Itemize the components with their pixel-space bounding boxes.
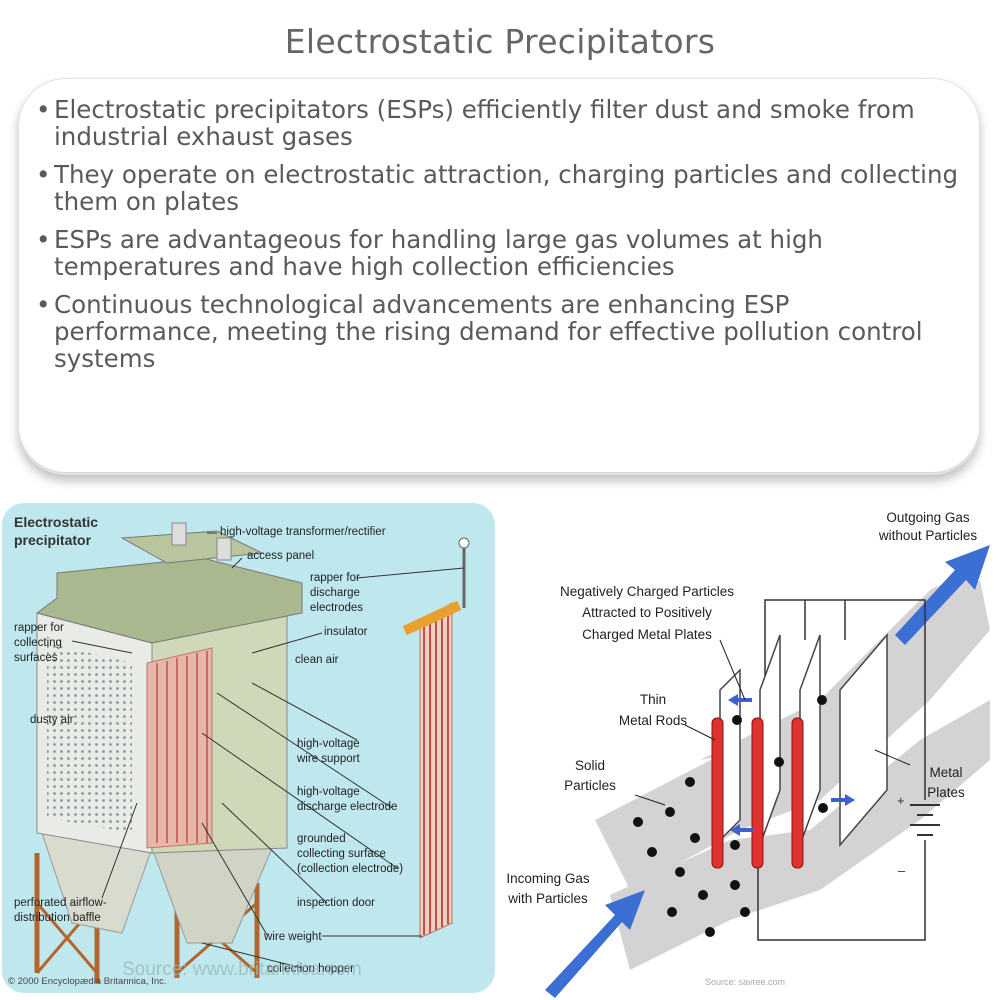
label-solid-particles: Solid [575, 758, 605, 773]
bullet-dot: • [36, 225, 51, 254]
bullet-list: •Electrostatic precipitators (ESPs) effi… [30, 96, 960, 383]
charged-particles [730, 695, 828, 850]
bullet-item: •Continuous technological advancements a… [30, 291, 960, 372]
diagram-heading: Electrostatic [14, 514, 98, 530]
label-rapper-discharge: rapper for [310, 572, 360, 584]
label-negative-particles: Charged Metal Plates [582, 627, 712, 642]
transformer-unit [216, 537, 232, 561]
label-dusty-air: dusty air [30, 714, 74, 726]
source-credit: Source: savree.com [705, 977, 785, 987]
label-inspection-door: inspection door [297, 897, 375, 909]
label-grounded-surface: grounded [297, 833, 346, 845]
page-title: Electrostatic Precipitators [284, 22, 716, 61]
label-grounded-surface: (collection electrode) [297, 863, 403, 875]
label-discharge-electrode: discharge electrode [297, 801, 397, 813]
label-rapper-collecting: collecting [14, 637, 62, 649]
label-rapper-collecting: surfaces [14, 652, 58, 664]
label-thin-rods: Metal Rods [619, 713, 688, 728]
esp-principle-diagram: + – Outgoing Gas without [506, 510, 990, 998]
power-source [910, 804, 940, 836]
label-insulator: insulator [324, 626, 368, 638]
label-baffle: perforated airflow- [14, 897, 107, 909]
source-watermark: Source: www.britannica.com [122, 959, 362, 980]
bullet-item: •ESPs are advantageous for handling larg… [30, 226, 960, 280]
label-wire-weight: wire weight [263, 931, 322, 943]
copyright-text: © 2000 Encyclopædia Britannica, Inc. [8, 976, 167, 987]
metal-rods [711, 717, 804, 869]
summary-card [18, 78, 980, 475]
bullet-text: Continuous technological advancements ar… [54, 290, 923, 373]
label-incoming-gas: Incoming Gas [506, 871, 590, 886]
label-metal-plates: Metal [929, 765, 962, 780]
electrode-panel [402, 537, 470, 939]
bullet-dot: • [36, 290, 51, 319]
label-outgoing-gas: without Particles [878, 528, 978, 543]
transformer-unit [171, 522, 187, 546]
bullet-text: Electrostatic precipitators (ESPs) effic… [54, 95, 915, 151]
attraction-arrows [728, 694, 855, 836]
plus-sign: + [897, 793, 905, 808]
label-rapper-collecting: rapper for [14, 622, 64, 634]
minus-sign: – [898, 863, 906, 878]
label-grounded-surface: collecting surface [297, 848, 386, 860]
label-collection-hopper: collection hopper [267, 963, 354, 975]
bullet-item: •Electrostatic precipitators (ESPs) effi… [30, 96, 960, 150]
bullet-text: They operate on electrostatic attraction… [54, 160, 959, 216]
label-wire-support: high-voltage [297, 738, 360, 750]
label-baffle: distribution baffle [14, 912, 101, 924]
label-thin-rods: Thin [640, 692, 666, 707]
label-outgoing-gas: Outgoing Gas [886, 510, 970, 525]
label-access-panel: access panel [247, 550, 314, 562]
label-wire-support: wire support [296, 753, 360, 765]
perforated-baffle [47, 643, 132, 833]
roof [35, 557, 303, 644]
diagram-heading: precipitator [14, 532, 92, 548]
label-rapper-discharge: discharge [310, 587, 360, 599]
esp-cutaway-diagram: Electrostatic precipitator high-voltage … [2, 503, 495, 993]
bullet-dot: • [36, 95, 51, 124]
incoming-arrow [545, 890, 645, 998]
label-incoming-gas: with Particles [507, 891, 588, 906]
leader-lines [71, 532, 465, 969]
collecting-plates [146, 647, 213, 849]
label-clean-air: clean air [295, 654, 339, 666]
label-negative-particles: Negatively Charged Particles [560, 584, 734, 599]
bullet-dot: • [36, 160, 51, 189]
label-solid-particles: Particles [564, 778, 616, 793]
label-rapper-discharge: electrodes [310, 602, 363, 614]
bullet-text: ESPs are advantageous for handling large… [54, 225, 823, 281]
label-metal-plates: Plates [927, 785, 965, 800]
outgoing-arrow [895, 545, 990, 645]
leader-lines [634, 639, 911, 806]
label-discharge-electrode: high-voltage [297, 786, 360, 798]
label-negative-particles: Attracted to Positively [582, 605, 712, 620]
circuit-wiring [757, 599, 926, 941]
solid-particles [633, 777, 750, 937]
bullet-item: •They operate on electrostatic attractio… [30, 161, 960, 215]
label-transformer: high-voltage transformer/rectifier [220, 526, 386, 538]
